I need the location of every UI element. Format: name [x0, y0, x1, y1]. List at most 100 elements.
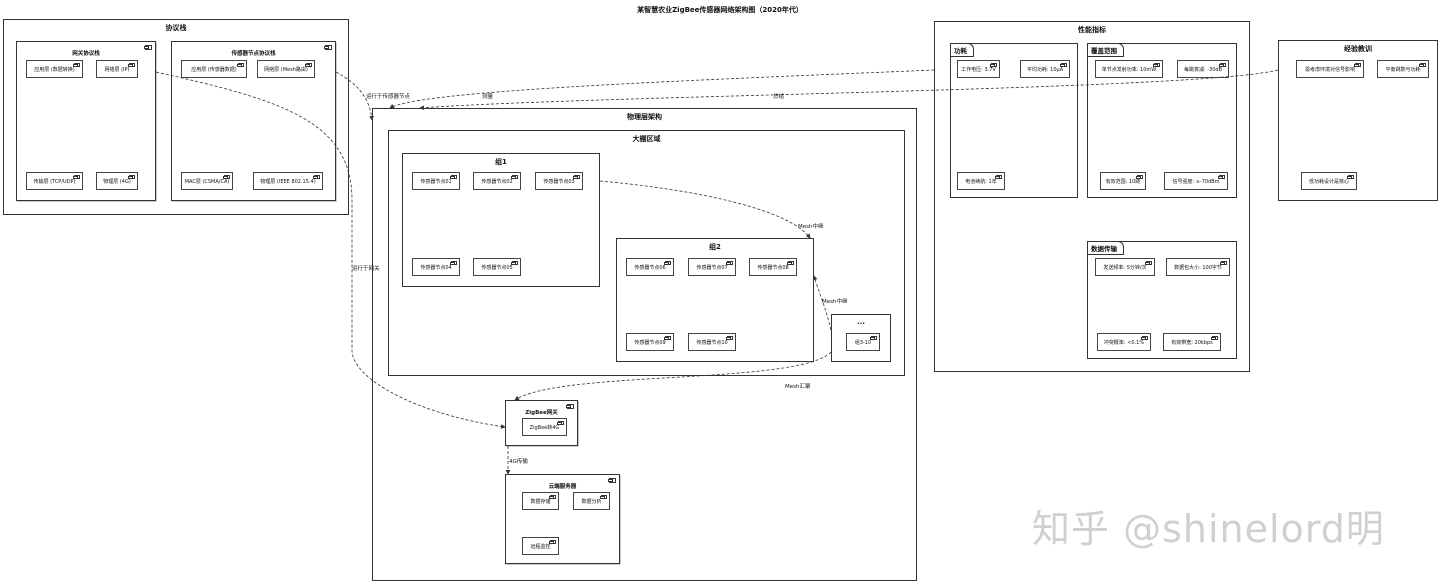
- component-icon: [1211, 336, 1218, 340]
- component-icon: [305, 63, 312, 67]
- gateway-app-layer: 应用层 (数据转换): [26, 60, 83, 78]
- greenhouse-title: 大棚区域: [632, 135, 661, 143]
- gateway-net-layer: 网络层 (IP): [96, 60, 138, 78]
- performance-title: 性能指标: [1078, 26, 1106, 34]
- sensor-node-06: 传感器节点06: [626, 258, 674, 276]
- component-icon: [1347, 175, 1354, 179]
- component-icon: [664, 336, 671, 340]
- coverage-attenuation: 每跳衰减: -30dB: [1177, 60, 1229, 78]
- component-icon: [600, 495, 607, 499]
- link-measure: [389, 69, 935, 109]
- component-icon: [1141, 336, 1148, 340]
- component-icon: [557, 421, 564, 425]
- component-icon: [990, 63, 997, 67]
- power-voltage: 工作电压: 3.7V: [957, 60, 1000, 78]
- component-icon: [1219, 63, 1226, 67]
- component-icon: [511, 175, 518, 179]
- sensor-node-03: 传感器节点03: [535, 172, 583, 190]
- component-icon: [450, 261, 457, 265]
- component-icon: [726, 261, 733, 265]
- power-tab: 功耗: [950, 43, 974, 57]
- data-storage: 数据存储: [522, 492, 559, 510]
- label-mesh-relay-1: Mesh中继: [798, 224, 824, 230]
- node-mac-layer: MAC层 (CSMA/CA): [181, 172, 233, 190]
- component-icon: [313, 175, 320, 179]
- sensor-node-01: 传感器节点01: [412, 172, 460, 190]
- zigbee-gateway-title: ZigBee网关: [525, 410, 558, 416]
- component-icon: [1060, 63, 1067, 67]
- physical-architecture-title: 物理层架构: [627, 113, 662, 121]
- data-analysis: 数据分析: [573, 492, 610, 510]
- gateway-stack-title: 网关协议栈: [72, 51, 100, 57]
- gateway-phy-layer: 物理层 (4G): [96, 172, 138, 190]
- component-icon: [1145, 261, 1152, 265]
- watermark: 知乎 @shinelord明: [1032, 507, 1385, 551]
- sensor-node-02: 传感器节点02: [473, 172, 521, 190]
- lessons-title: 经验教训: [1344, 45, 1372, 53]
- component-icon: [144, 45, 152, 50]
- group1-title: 组1: [495, 158, 507, 166]
- component-icon: [1218, 175, 1225, 179]
- diagram-title: 某智慧农业ZigBee传感器网络架构图（2020年代）: [637, 6, 803, 14]
- component-icon: [1136, 175, 1143, 179]
- component-icon: [549, 495, 556, 499]
- component-icon: [549, 540, 556, 544]
- protocol-stack-title: 协议栈: [165, 24, 187, 32]
- remote-monitor: 远程监控: [522, 537, 559, 555]
- component-icon: [237, 63, 244, 67]
- component-icon: [511, 261, 518, 265]
- label-mesh-relay-2: Mesh中继: [822, 299, 848, 305]
- transfer-packet-size: 数据包大小: 100字节: [1166, 258, 1230, 276]
- transfer-collision: 冲突概率: <0.1%: [1097, 333, 1151, 351]
- component-icon: [1153, 63, 1160, 67]
- sensor-node-10: 传感器节点10: [688, 333, 736, 351]
- zigbee-to-4g: ZigBee转4G: [522, 418, 567, 436]
- component-icon: [73, 175, 80, 179]
- coverage-signal: 信号强度: ≥-70dBm: [1164, 172, 1228, 190]
- component-icon: [870, 336, 877, 340]
- lesson-environment: 需考虑环境对信号影响: [1296, 60, 1364, 78]
- node-stack-title: 传感器节点协议栈: [231, 51, 276, 57]
- sensor-node-07: 传感器节点07: [688, 258, 736, 276]
- sensor-node-09: 传感器节点09: [626, 333, 674, 351]
- power-average: 平均功耗: 10μA: [1020, 60, 1070, 78]
- label-runs-on-gateway: 运行于网关: [352, 266, 380, 272]
- power-battery: 电池续航: 1年: [957, 172, 1005, 190]
- transfer-bandwidth: 有效带宽: 20kbps: [1163, 333, 1221, 351]
- coverage-range: 有效范围: 10跳: [1100, 172, 1146, 190]
- component-icon: [73, 63, 80, 67]
- component-icon: [566, 404, 574, 409]
- gateway-transport-layer: 传输层 (TCP/UDP): [26, 172, 83, 190]
- component-icon: [128, 63, 135, 67]
- label-mesh-aggregate: Mesh汇聚: [785, 384, 811, 390]
- component-icon: [1419, 63, 1426, 67]
- sensor-node-05: 传感器节点05: [473, 258, 521, 276]
- component-icon: [450, 175, 457, 179]
- component-icon: [573, 175, 580, 179]
- component-icon: [324, 45, 332, 50]
- component-icon: [787, 261, 794, 265]
- component-icon: [664, 261, 671, 265]
- more-groups-title: ...: [857, 318, 865, 326]
- component-icon: [1354, 63, 1361, 67]
- component-icon: [128, 175, 135, 179]
- label-summary: 总结: [773, 94, 785, 100]
- label-runs-on-node: 运行于传感器节点: [366, 94, 411, 100]
- lesson-balance: 平衡跳数与功耗: [1377, 60, 1429, 78]
- coverage-tab: 覆盖范围: [1087, 43, 1124, 57]
- lesson-low-power: 低功耗设计是核心: [1301, 172, 1357, 190]
- label-measure: 测量: [482, 94, 494, 100]
- transfer-tab: 数据传输: [1087, 241, 1124, 255]
- sensor-node-04: 传感器节点04: [412, 258, 460, 276]
- node-phy-layer: 物理层 (IEEE 802.15.4): [253, 172, 323, 190]
- component-icon: [608, 478, 616, 483]
- component-icon: [1220, 261, 1227, 265]
- coverage-tx-power: 单节点发射功率: 10mW: [1095, 60, 1163, 78]
- component-icon: [223, 175, 230, 179]
- component-icon: [995, 175, 1002, 179]
- cloud-server-title: 云端服务器: [548, 484, 577, 490]
- component-icon: [726, 336, 733, 340]
- sensor-node-08: 传感器节点08: [749, 258, 797, 276]
- groups-3-10: 组3-10: [846, 333, 880, 351]
- node-app-layer: 应用层 (传感器数据): [181, 60, 247, 78]
